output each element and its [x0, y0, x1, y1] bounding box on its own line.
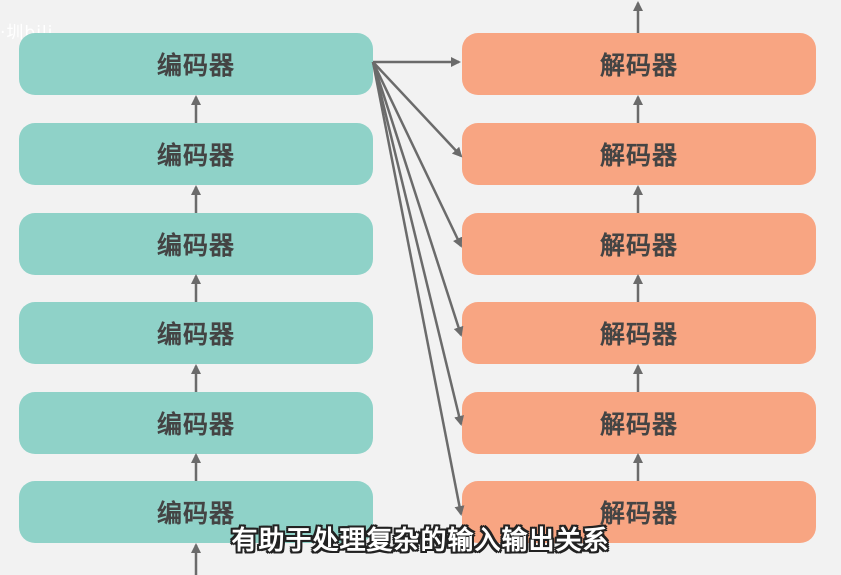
decoder-block-2: 解码器 — [462, 392, 816, 454]
video-subtitle: 有助于处理复杂的输入输出关系 — [231, 526, 610, 556]
decoder-block-4: 解码器 — [462, 213, 816, 275]
encoder-block-3: 编码器 — [19, 302, 373, 364]
encoder-block-1: 编码器 — [19, 481, 373, 543]
decoder-block-5: 解码器 — [462, 123, 816, 185]
cross-arrow-decoder-2 — [371, 61, 464, 426]
cross-arrow-decoder-5 — [372, 61, 463, 158]
encoder-block-5: 编码器 — [19, 123, 373, 185]
cross-arrow-decoder-4 — [371, 61, 463, 248]
encoder-block-4: 编码器 — [19, 213, 373, 275]
decoder-block-1: 解码器 — [462, 481, 816, 543]
cross-arrow-decoder-1 — [371, 61, 465, 516]
encoder-block-6: 编码器 — [19, 33, 373, 95]
encoder-block-2: 编码器 — [19, 392, 373, 454]
cross-arrow-decoder-3 — [371, 61, 464, 337]
decoder-block-6: 解码器 — [462, 33, 816, 95]
decoder-block-3: 解码器 — [462, 302, 816, 364]
